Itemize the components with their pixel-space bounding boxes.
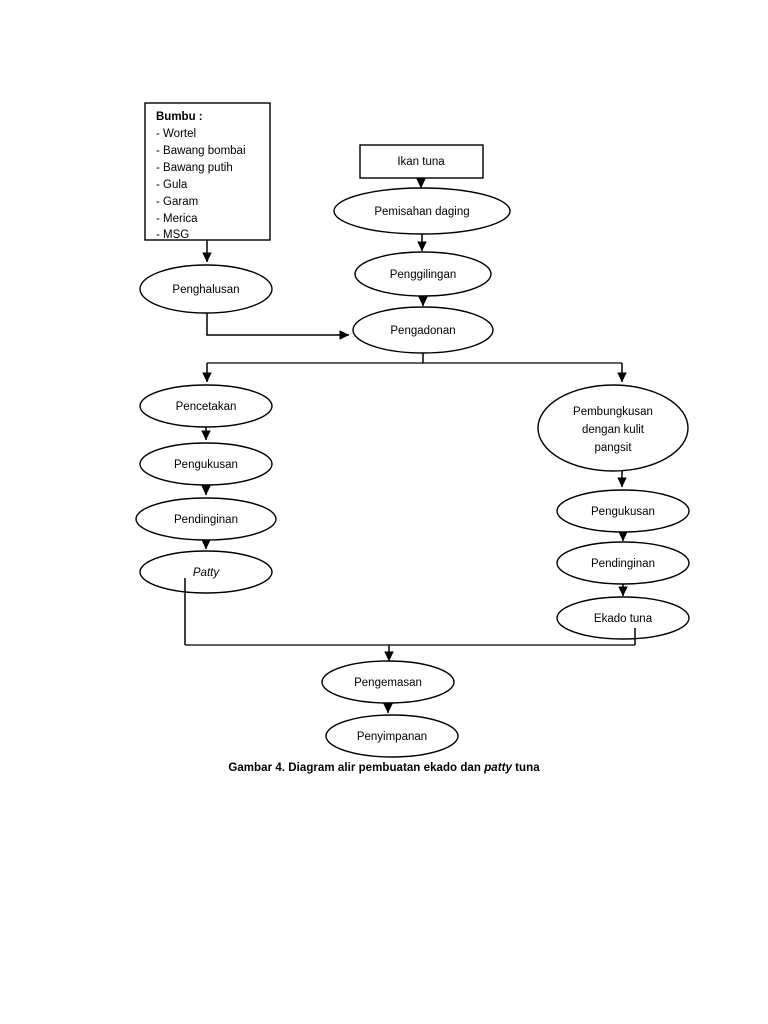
node-patty-label: Patty — [193, 567, 220, 579]
ingredient-item: - Bawang bombai — [156, 145, 246, 157]
caption-suffix: tuna — [511, 762, 540, 774]
node-penghalusan — [139, 264, 273, 314]
ingredient-item: - Merica — [156, 213, 198, 225]
node-penyimpanan — [325, 714, 459, 758]
ingredient-box — [144, 102, 271, 241]
ingredient-item: - Bawang putih — [156, 162, 233, 174]
caption-prefix: Gambar 4. Diagram alir pembuatan ekado d… — [228, 762, 485, 774]
node-pembungkusan-label-line2: dengan kulit — [582, 424, 645, 436]
node-pengukusan-right-label: Pengukusan — [591, 506, 655, 518]
node-pencetakan-label: Pencetakan — [176, 401, 237, 413]
node-ekado-tuna-label: Ekado tuna — [594, 613, 653, 625]
node-penghalusan-label: Penghalusan — [172, 284, 239, 296]
ingredient-item: - Wortel — [156, 128, 196, 140]
caption-italic-word: patty — [484, 762, 512, 774]
node-pembungkusan-label-line1: Pembungkusan — [573, 406, 653, 418]
node-pengadonan-label: Pengadonan — [390, 325, 455, 337]
ingredient-item: - Garam — [156, 196, 198, 208]
node-pengukusan-left-label: Pengukusan — [174, 459, 238, 471]
connector-penghalusan-to-pengadonan — [206, 313, 350, 340]
node-pendinginan-left-label: Pendinginan — [174, 514, 238, 526]
node-pengemasan-label: Pengemasan — [354, 677, 422, 689]
figure-caption: Gambar 4. Diagram alir pembuatan ekado d… — [0, 762, 768, 774]
node-penyimpanan-label: Penyimpanan — [357, 731, 427, 743]
node-ikan-tuna-label: Ikan tuna — [397, 156, 445, 168]
node-pendinginan-right-label: Pendinginan — [591, 558, 655, 570]
node-pemisahan-daging-label: Pemisahan daging — [374, 206, 469, 218]
node-ekado-tuna — [556, 596, 690, 640]
ingredient-box-title: Bumbu : — [156, 111, 203, 123]
node-penggilingan-label: Penggilingan — [390, 269, 457, 281]
ingredient-item: - Gula — [156, 179, 188, 191]
node-pembungkusan-label-line3: pangsit — [594, 442, 632, 454]
node-pembungkusan — [537, 384, 689, 472]
node-patty — [139, 550, 273, 594]
ingredient-item: - MSG — [156, 229, 189, 241]
